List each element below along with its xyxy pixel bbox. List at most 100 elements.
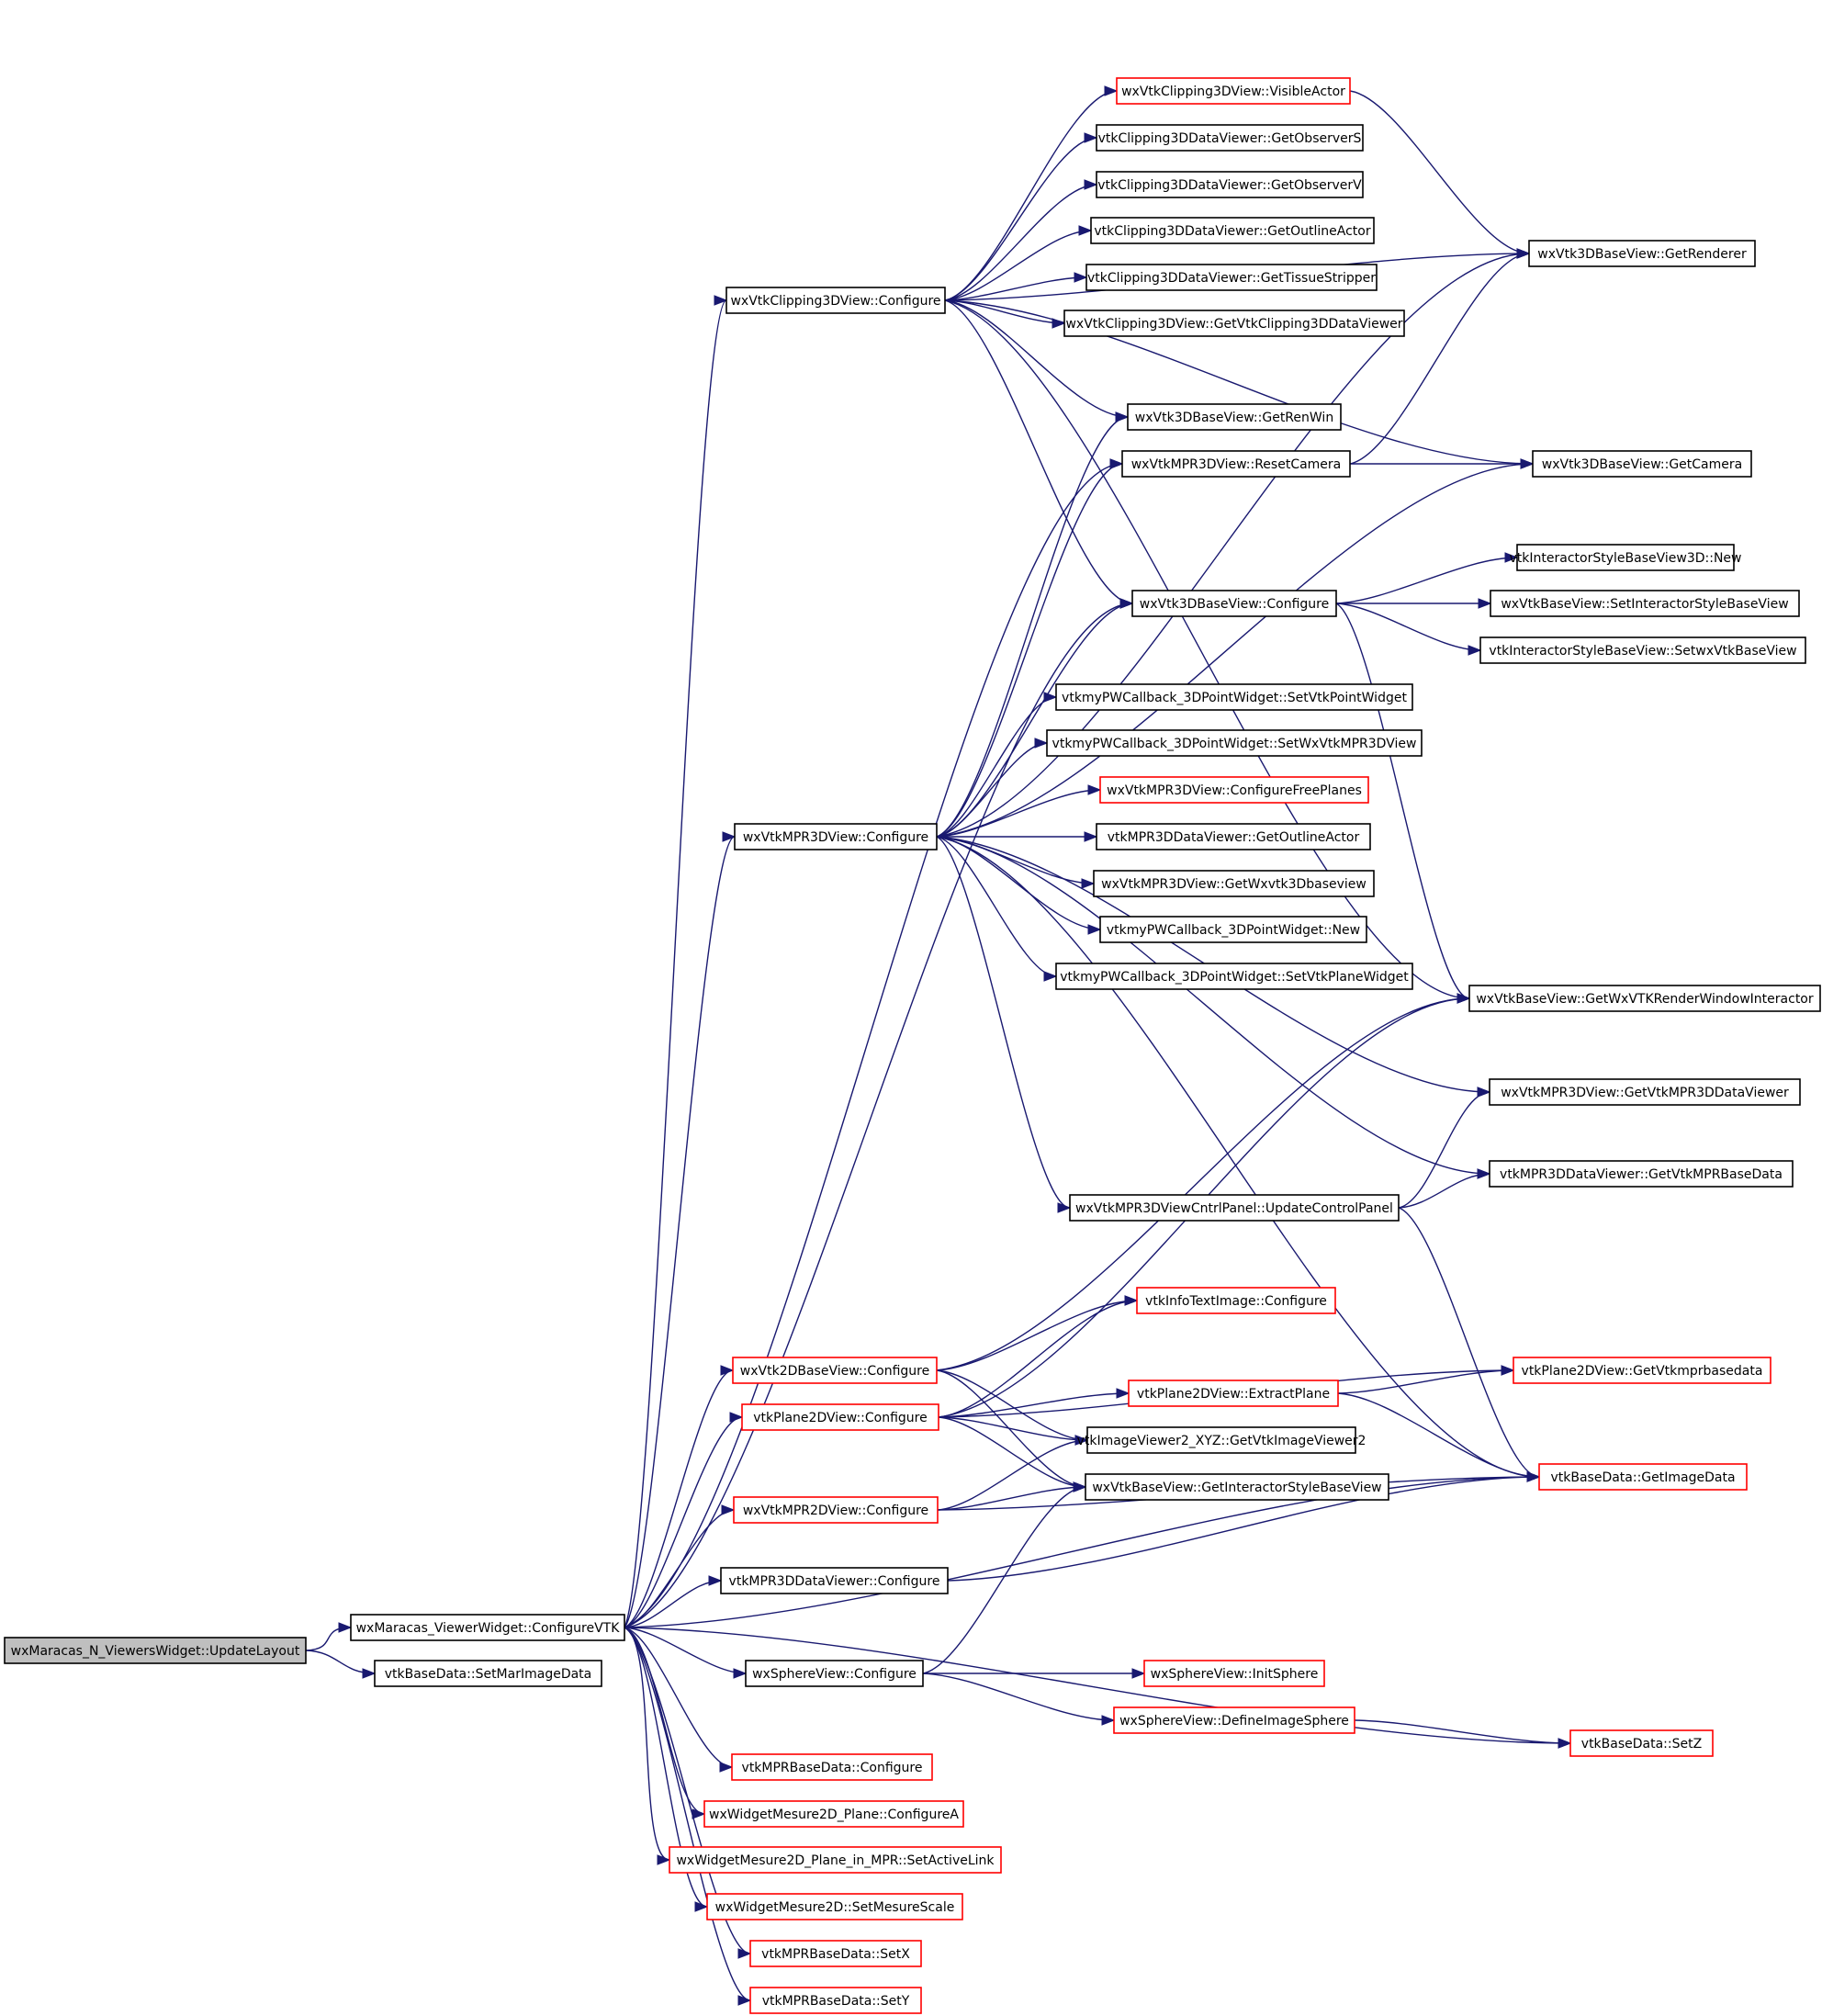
- edge-line: [936, 789, 1101, 838]
- node-vtkmy-pwcallback-3-dpoint-widget-set-vtk-point-widget[interactable]: vtkmyPWCallback_3DPointWidget::SetVtkPoi…: [1055, 683, 1413, 711]
- node-vtkmy-pwcallback-3-dpoint-widget-set-wx-vtk-mpr3-dview[interactable]: vtkmyPWCallback_3DPointWidget::SetWxVtkM…: [1046, 729, 1423, 757]
- node-vtk-mprbase-data-set-y[interactable]: vtkMPRBaseData::SetY: [749, 1987, 922, 2014]
- node-vtk-mprbase-data-set-x[interactable]: vtkMPRBaseData::SetX: [749, 1940, 922, 1967]
- node-wx-vtk-mpr3-dview-configure-free-planes[interactable]: wxVtkMPR3DView::ConfigureFreePlanes: [1099, 776, 1369, 804]
- node-wx-vtk-mpr2-dview-configure[interactable]: wxVtkMPR2DView::Configure: [733, 1496, 939, 1524]
- node-vtk-base-data-get-image-data[interactable]: vtkBaseData::GetImageData: [1538, 1463, 1748, 1491]
- arrowhead-icon: [1131, 1668, 1146, 1679]
- edge-line: [624, 1627, 747, 1674]
- edge-wx-vtk-clipping3-dview-configure-to-vtk-clipping3-ddata-viewer-get-outline-actor: [944, 225, 1093, 301]
- node-wx-vtk3-dbase-view-get-renderer[interactable]: wxVtk3DBaseView::GetRenderer: [1528, 240, 1756, 267]
- node-wx-sphere-view-configure[interactable]: wxSphereView::Configure: [745, 1660, 924, 1687]
- node-vtk-base-data-set-z[interactable]: vtkBaseData::SetZ: [1569, 1729, 1714, 1757]
- edge-line: [936, 253, 1530, 838]
- node-vtk-clipping3-ddata-viewer-get-outline-actor[interactable]: vtkClipping3DDataViewer::GetOutlineActor: [1090, 217, 1375, 244]
- node-wx-vtk-mpr3-dview-get-vtk-mpr3-ddata-viewer[interactable]: wxVtkMPR3DView::GetVtkMPR3DDataViewer: [1489, 1078, 1801, 1106]
- node-vtk-base-data-set-mar-image-data[interactable]: vtkBaseData::SetMarImageData: [374, 1660, 602, 1687]
- edge-line: [936, 696, 1057, 838]
- node-vtk-plane2-dview-configure[interactable]: vtkPlane2DView::Configure: [741, 1403, 939, 1431]
- node-wx-vtk-mpr3-dview-configure[interactable]: wxVtkMPR3DView::Configure: [734, 823, 938, 850]
- node-label: vtkPlane2DView::ExtractPlane: [1137, 1387, 1330, 1402]
- node-vtk-clipping3-ddata-viewer-get-observer-v[interactable]: vtkClipping3DDataViewer::GetObserverV: [1096, 171, 1364, 198]
- edge-wx-sphere-view-define-image-sphere-to-vtk-base-data-set-z: [1354, 1719, 1572, 1749]
- node-vtk-image-viewer2-xyz-get-vtk-image-viewer2[interactable]: vtkImageViewer2_XYZ::GetVtkImageViewer2: [1077, 1426, 1366, 1454]
- node-label: vtkBaseData::GetImageData: [1550, 1470, 1735, 1485]
- node-vtk-interactor-style-base-view-setwx-vtk-base-view[interactable]: vtkInteractorStyleBaseView::SetwxVtkBase…: [1479, 636, 1806, 664]
- edge-wx-vtk-mpr3-dview-configure-to-vtkmy-pwcallback-3-dpoint-widget-set-wx-vtk-mpr3-dview: [936, 738, 1049, 838]
- arrowhead-icon: [1477, 1087, 1491, 1098]
- node-vtk-plane2-dview-get-vtkmprbasedata[interactable]: vtkPlane2DView::GetVtkmprbasedata: [1513, 1357, 1771, 1384]
- edge-wx-vtk-mpr3-dview-cntrl-panel-update-control-panel-to-vtk-mpr3-ddata-viewer-get-vtk-mprbase-data: [1398, 1168, 1491, 1209]
- node-box: [350, 1614, 625, 1641]
- node-vtkmy-pwcallback-3-dpoint-widget-new[interactable]: vtkmyPWCallback_3DPointWidget::New: [1099, 916, 1367, 943]
- node-wx-vtk-clipping3-dview-visible-actor[interactable]: wxVtkClipping3DView::VisibleActor: [1116, 77, 1351, 105]
- node-wx-sphere-view-define-image-sphere[interactable]: wxSphereView::DefineImageSphere: [1113, 1706, 1355, 1734]
- node-vtk-mpr3-ddata-viewer-get-outline-actor[interactable]: vtkMPR3DDataViewer::GetOutlineActor: [1096, 823, 1371, 850]
- node-vtk-plane2-dview-extract-plane[interactable]: vtkPlane2DView::ExtractPlane: [1128, 1380, 1339, 1407]
- node-wx-vtk-base-view-get-interactor-style-base-view[interactable]: wxVtkBaseView::GetInteractorStyleBaseVie…: [1085, 1473, 1389, 1501]
- node-box: [1085, 264, 1378, 291]
- node-box: [1479, 636, 1806, 664]
- node-wx-vtk-clipping3-dview-get-vtk-clipping3-ddata-viewer[interactable]: wxVtkClipping3DView::GetVtkClipping3DDat…: [1063, 310, 1405, 337]
- node-vtk-clipping3-ddata-viewer-get-observer-s[interactable]: vtkClipping3DDataViewer::GetObserverS: [1096, 124, 1364, 152]
- edge-wx-vtk-mpr3-dview-configure-to-vtk-mpr3-ddata-viewer-get-outline-actor: [936, 831, 1098, 842]
- node-box: [1113, 1706, 1355, 1734]
- edge-line: [936, 463, 1123, 838]
- edge-wx-maracas-viewer-widget-configure-vtk-to-vtk-base-data-get-image-data: [624, 1471, 1541, 1628]
- node-label: wxVtkBaseView::SetInteractorStyleBaseVie…: [1501, 597, 1788, 612]
- arrowhead-icon: [1109, 458, 1124, 469]
- node-vtk-clipping3-ddata-viewer-get-tissue-stripper[interactable]: vtkClipping3DDataViewer::GetTissueStripp…: [1085, 264, 1378, 291]
- node-box: [734, 823, 938, 850]
- node-wx-maracas-n-viewers-widget-update-layout[interactable]: wxMaracas_N_ViewersWidget::UpdateLayout: [4, 1637, 307, 1664]
- arrowhead-icon: [1504, 552, 1519, 563]
- node-wx-vtk-base-view-set-interactor-style-base-view[interactable]: wxVtkBaseView::SetInteractorStyleBaseVie…: [1490, 590, 1800, 617]
- node-box: [1086, 1426, 1356, 1454]
- edge-line: [938, 1416, 1086, 1488]
- node-wx-vtk-base-view-get-wx-vtkrender-window-interactor[interactable]: wxVtkBaseView::GetWxVTKRenderWindowInter…: [1468, 985, 1821, 1012]
- node-wx-vtk2-dbase-view-configure[interactable]: wxVtk2DBaseView::Configure: [732, 1357, 938, 1384]
- node-box: [1096, 171, 1364, 198]
- node-box: [1099, 776, 1369, 804]
- edge-wx-maracas-viewer-widget-configure-vtk-to-vtk-mprbase-data-set-y: [624, 1627, 752, 2006]
- node-label: wxVtkClipping3DView::GetVtkClipping3DDat…: [1065, 317, 1402, 332]
- edge-line: [936, 836, 1057, 977]
- edge-line: [944, 137, 1097, 301]
- edge-line: [944, 90, 1118, 301]
- node-wx-vtk-clipping3-dview-configure[interactable]: wxVtkClipping3DView::Configure: [725, 287, 946, 314]
- node-wx-widget-mesure2-d-set-mesure-scale[interactable]: wxWidgetMesure2D::SetMesureScale: [706, 1893, 963, 1920]
- node-wx-vtk3-dbase-view-configure[interactable]: wxVtk3DBaseView::Configure: [1131, 590, 1337, 617]
- node-box: [720, 1567, 949, 1594]
- edge-wx-vtk-mpr3-dview-configure-to-wx-vtk3-dbase-view-get-camera: [936, 458, 1535, 838]
- node-label: vtkMPRBaseData::SetX: [761, 1947, 910, 1962]
- node-vtk-info-text-image-configure[interactable]: vtkInfoTextImage::Configure: [1136, 1287, 1336, 1314]
- node-vtk-mpr3-ddata-viewer-get-vtk-mprbase-data[interactable]: vtkMPR3DDataViewer::GetVtkMPRBaseData: [1489, 1160, 1794, 1188]
- edge-line: [624, 1627, 705, 1815]
- node-vtk-mpr3-ddata-viewer-configure[interactable]: vtkMPR3DDataViewer::Configure: [720, 1567, 949, 1594]
- node-wx-vtk-mpr3-dview-reset-camera[interactable]: wxVtkMPR3DView::ResetCamera: [1121, 450, 1351, 478]
- edge-wx-vtk-clipping3-dview-configure-to-vtk-clipping3-ddata-viewer-get-observer-v: [944, 179, 1098, 301]
- node-wx-sphere-view-init-sphere[interactable]: wxSphereView::InitSphere: [1143, 1660, 1325, 1687]
- edge-line: [1335, 603, 1470, 999]
- node-wx-vtk-mpr3-dview-get-wxvtk3-dbaseview[interactable]: wxVtkMPR3DView::GetWxvtk3Dbaseview: [1093, 870, 1375, 897]
- node-label: wxWidgetMesure2D_Plane::ConfigureA: [709, 1808, 959, 1822]
- edge-vtk-plane2-dview-extract-plane-to-vtk-plane2-dview-get-vtkmprbasedata: [1337, 1365, 1515, 1394]
- node-wx-widget-mesure2-d-plane-in-mpr-set-active-link[interactable]: wxWidgetMesure2D_Plane_in_MPR::SetActive…: [669, 1846, 1002, 1874]
- node-wx-widget-mesure2-d-plane-configure-a[interactable]: wxWidgetMesure2D_Plane::ConfigureA: [703, 1800, 964, 1828]
- node-wx-maracas-viewer-widget-configure-vtk[interactable]: wxMaracas_ViewerWidget::ConfigureVTK: [350, 1614, 625, 1641]
- node-box: [733, 1496, 939, 1524]
- node-wx-vtk3-dbase-view-get-camera[interactable]: wxVtk3DBaseView::GetCamera: [1532, 450, 1752, 478]
- edge-line: [947, 1476, 1540, 1582]
- node-wx-vtk3-dbase-view-get-ren-win[interactable]: wxVtk3DBaseView::GetRenWin: [1127, 403, 1342, 431]
- edge-wx-maracas-viewer-widget-configure-vtk-to-vtk-mpr3-ddata-viewer-configure: [624, 1575, 723, 1628]
- node-vtk-mprbase-data-configure[interactable]: vtkMPRBaseData::Configure: [731, 1753, 933, 1781]
- node-box: [1055, 683, 1413, 711]
- node-vtk-interactor-style-base-view3-d-new[interactable]: vtkInteractorStyleBaseView3D::New: [1510, 544, 1742, 571]
- edge-line: [938, 1392, 1130, 1418]
- arrowhead-icon: [1468, 645, 1482, 656]
- edge-line: [936, 836, 1071, 1209]
- edge-line: [944, 299, 1129, 418]
- edge-wx-vtk-mpr3-dview-configure-to-wx-vtk3-dbase-view-get-ren-win: [936, 411, 1130, 838]
- node-wx-vtk-mpr3-dview-cntrl-panel-update-control-panel[interactable]: wxVtkMPR3DViewCntrlPanel::UpdateControlP…: [1069, 1194, 1400, 1222]
- node-label: vtkBaseData::SetZ: [1581, 1737, 1702, 1751]
- node-vtkmy-pwcallback-3-dpoint-widget-set-vtk-plane-widget[interactable]: vtkmyPWCallback_3DPointWidget::SetVtkPla…: [1055, 963, 1413, 990]
